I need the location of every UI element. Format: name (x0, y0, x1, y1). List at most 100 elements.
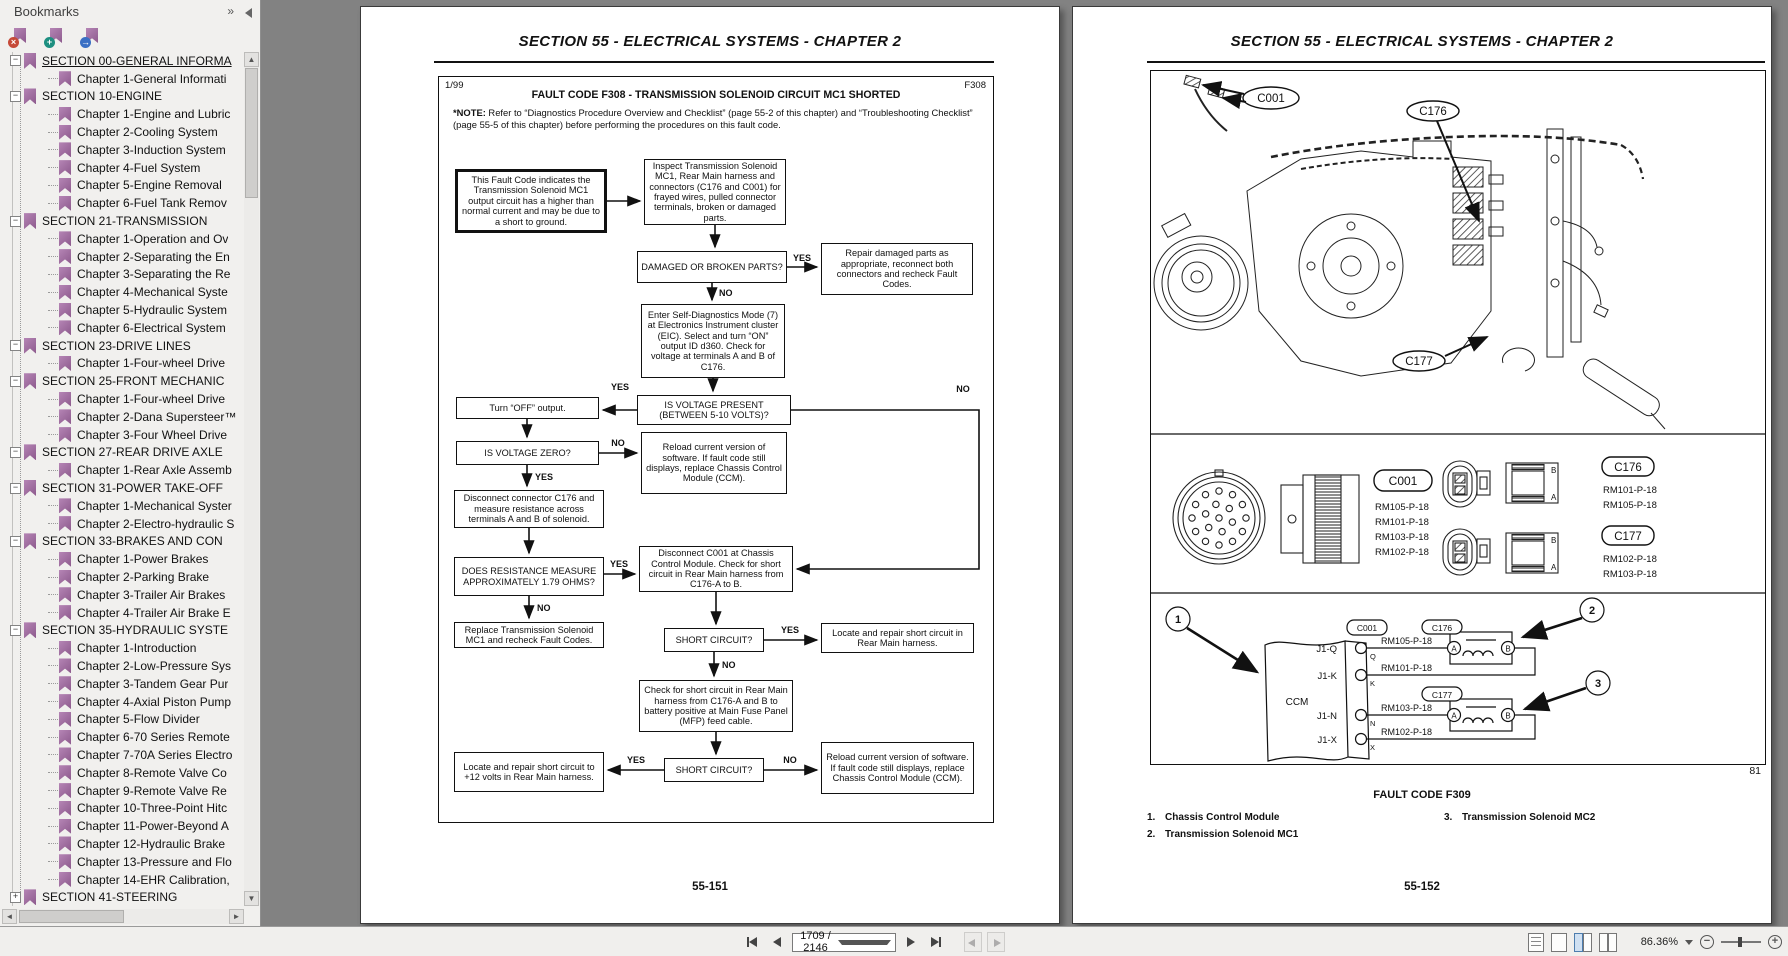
zoom-in-button[interactable]: + (1768, 935, 1782, 949)
bookmark-item[interactable]: Chapter 2-Low-Pressure Sys (0, 657, 244, 675)
bookmark-item[interactable]: +SECTION 41-STEERING (0, 888, 244, 906)
bookmark-item[interactable]: Chapter 12-Hydraulic Brake (0, 835, 244, 853)
bookmark-item[interactable]: Chapter 5-Flow Divider (0, 710, 244, 728)
previous-page-button[interactable] (767, 932, 787, 952)
bookmark-item[interactable]: Chapter 8-Remote Valve Co (0, 764, 244, 782)
last-page-button[interactable] (926, 932, 946, 952)
bookmark-item[interactable]: Chapter 11-Power-Beyond A (0, 817, 244, 835)
bookmark-item[interactable]: Chapter 10-Three-Point Hitc (0, 799, 244, 817)
goto-bookmark-button[interactable]: → (80, 26, 104, 48)
bookmark-item[interactable]: Chapter 4-Mechanical Syste (0, 283, 244, 301)
collapse-expander-icon[interactable]: − (10, 375, 21, 387)
bookmark-item[interactable]: Chapter 14-EHR Calibration, (0, 871, 244, 889)
c177-terminal-a: A (1451, 712, 1457, 721)
collapse-expander-icon[interactable]: − (10, 482, 21, 494)
zoom-slider-thumb[interactable] (1738, 937, 1742, 947)
bookmark-item[interactable]: − SECTION 23-DRIVE LINES (0, 337, 244, 355)
bookmark-item[interactable]: Chapter 4-Trailer Air Brake E (0, 604, 244, 622)
bookmark-item[interactable]: Chapter 1-Rear Axle Assemb (0, 461, 244, 479)
one-column-view-button[interactable] (1550, 932, 1567, 952)
bookmark-item[interactable]: Chapter 2-Separating the En (0, 248, 244, 266)
bookmark-item[interactable]: −SECTION 25-FRONT MECHANIC (0, 372, 244, 390)
collapse-expander-icon[interactable]: − (10, 55, 21, 67)
bookmark-item[interactable]: Chapter 13-Pressure and Flo (0, 853, 244, 871)
add-bookmark-button[interactable]: + (44, 26, 68, 48)
bookmark-item[interactable]: Chapter 2-Parking Brake (0, 568, 244, 586)
vertical-scroll-thumb[interactable] (245, 68, 258, 198)
bookmark-item[interactable]: Chapter 3-Separating the Re (0, 266, 244, 284)
bookmark-item[interactable]: −SECTION 00-GENERAL INFORMA (0, 52, 244, 70)
two-page-view-button[interactable] (1573, 932, 1583, 952)
zoom-dropdown-caret[interactable] (1685, 939, 1693, 945)
bookmark-item[interactable]: Chapter 6-Electrical System (0, 319, 244, 337)
bookmark-item[interactable]: Chapter 4-Axial Piston Pump (0, 693, 244, 711)
first-page-button[interactable] (742, 932, 762, 952)
bookmark-item[interactable]: Chapter 3-Induction System (0, 141, 244, 159)
bookmark-item[interactable]: Chapter 2-Cooling System (0, 123, 244, 141)
bookmark-item[interactable]: Chapter 4-Fuel System (0, 159, 244, 177)
flowchart-box-n4: Enter Self-Diagnostics Mode (7) at Elect… (641, 304, 785, 378)
bookmark-item[interactable]: Chapter 6-Fuel Tank Remov (0, 194, 244, 212)
delete-bookmark-button[interactable]: × (8, 26, 32, 48)
bookmark-item[interactable]: Chapter 5-Hydraulic System (0, 301, 244, 319)
bookmark-item[interactable]: Chapter 1-Operation and Ov (0, 230, 244, 248)
flowchart-yes-label: YES (793, 253, 811, 263)
bookmark-item[interactable]: Chapter 1-Engine and Lubric (0, 105, 244, 123)
bookmark-item[interactable]: Chapter 3-Four Wheel Drive (0, 426, 244, 444)
collapse-expander-icon[interactable]: − (10, 90, 21, 102)
panel-collapse-icon[interactable]: » (227, 4, 234, 18)
bookmark-item[interactable]: Chapter 7-70A Series Electro (0, 746, 244, 764)
bookmark-item[interactable]: Chapter 2-Electro-hydraulic S (0, 515, 244, 533)
page-number-combobox[interactable]: 1709 / 2146 (792, 930, 896, 954)
zoom-out-button[interactable]: − (1700, 935, 1714, 949)
bookmark-item[interactable]: Chapter 1-Four-wheel Drive (0, 355, 244, 373)
single-page-view-button[interactable] (1527, 932, 1544, 952)
bookmark-item[interactable]: −SECTION 10-ENGINE (0, 88, 244, 106)
bookmark-item[interactable]: −SECTION 35-HYDRAULIC SYSTE (0, 622, 244, 640)
scroll-up-button[interactable]: ▲ (244, 52, 259, 67)
bookmarks-horizontal-scrollbar[interactable]: ◄ ► (2, 909, 244, 924)
bookmark-item[interactable]: Chapter 2-Dana Supersteer™ (0, 408, 244, 426)
bookmark-item[interactable]: Chapter 1-Mechanical Syster (0, 497, 244, 515)
c177-terminal-b: B (1505, 712, 1510, 721)
bookmark-item[interactable]: Chapter 1-Introduction (0, 639, 244, 657)
bookmarks-vertical-scrollbar[interactable]: ▲ ▼ (244, 52, 259, 906)
ccm-schematic (1165, 597, 1611, 762)
bookmark-icon (59, 605, 71, 621)
next-page-button[interactable] (901, 932, 921, 952)
triangle-right-icon (931, 937, 939, 947)
bookmark-item[interactable]: −SECTION 27-REAR DRIVE AXLE (0, 444, 244, 462)
bookmark-item[interactable]: −SECTION 33-BRAKES AND CON (0, 533, 244, 551)
collapse-expander-icon[interactable]: − (10, 340, 21, 352)
bookmark-item[interactable]: −SECTION 21-TRANSMISSION (0, 212, 244, 230)
bookmark-item[interactable]: Chapter 9-Remote Valve Re (0, 782, 244, 800)
bookmark-item[interactable]: Chapter 1-Power Brakes (0, 550, 244, 568)
bookmark-item[interactable]: Chapter 1-General Informati (0, 70, 244, 88)
scroll-left-button[interactable]: ◄ (2, 909, 17, 924)
bookmark-item[interactable]: −SECTION 31-POWER TAKE-OFF (0, 479, 244, 497)
collapse-expander-icon[interactable]: − (10, 446, 21, 458)
chevron-down-icon[interactable] (838, 939, 891, 945)
connector-pin (1201, 537, 1210, 546)
bookmark-item[interactable]: Chapter 1-Four-wheel Drive (0, 390, 244, 408)
scroll-down-button[interactable]: ▼ (244, 891, 259, 906)
bookmark-label: SECTION 23-DRIVE LINES (42, 338, 191, 353)
collapse-expander-icon[interactable]: − (10, 215, 21, 227)
bookmark-item[interactable]: Chapter 6-70 Series Remote (0, 728, 244, 746)
bookmark-item[interactable]: Chapter 3-Trailer Air Brakes (0, 586, 244, 604)
bookmark-item[interactable]: Chapter 3-Tandem Gear Pur (0, 675, 244, 693)
bookmark-label: Chapter 6-Fuel Tank Remov (77, 196, 227, 211)
next-view-button[interactable] (987, 932, 1005, 952)
bookmark-item[interactable]: Chapter 5-Engine Removal (0, 177, 244, 195)
collapse-expander-icon[interactable]: − (10, 535, 21, 547)
collapse-expander-icon[interactable]: − (10, 624, 21, 636)
panel-hide-icon[interactable] (245, 8, 252, 18)
zoom-slider[interactable] (1721, 935, 1761, 949)
horizontal-scroll-thumb[interactable] (19, 910, 124, 923)
previous-view-button[interactable] (964, 932, 982, 952)
two-column-view-button[interactable] (1598, 932, 1608, 952)
expand-expander-icon[interactable]: + (10, 891, 21, 903)
scroll-right-button[interactable]: ► (229, 909, 244, 924)
callout-c001-label: C001 (1257, 93, 1285, 105)
bookmark-icon (24, 88, 36, 105)
